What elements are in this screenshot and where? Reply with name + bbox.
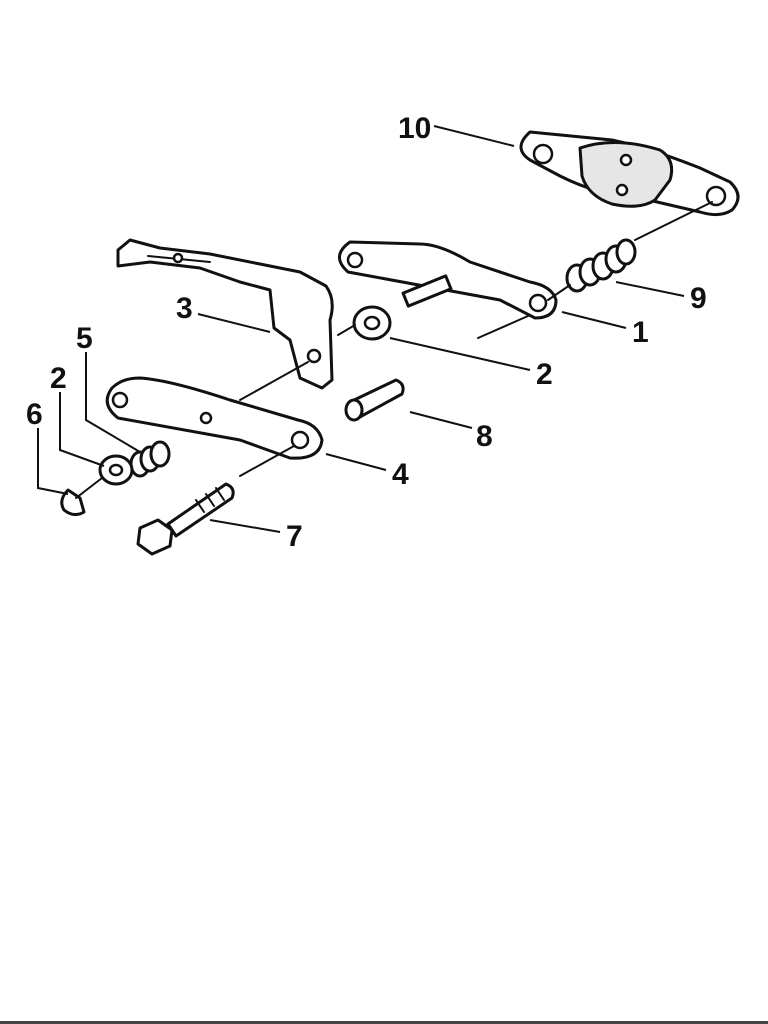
assembly-lines [75,201,713,499]
callout-labels: 10 9 1 2 3 8 4 7 5 2 6 [26,112,707,553]
callout-7: 7 [286,520,303,553]
part-1-upper-lever [338,240,558,339]
callout-3: 3 [176,292,193,325]
callout-9: 9 [690,282,707,315]
part-8-bushing [344,378,405,422]
callout-2-upper: 2 [536,358,553,391]
callout-8: 8 [476,420,493,453]
callout-5: 5 [76,322,93,355]
bottom-border [0,1021,768,1024]
callout-1: 1 [632,316,649,349]
part-3-bracket [116,238,334,390]
part-2-washer-upper [352,305,392,341]
part-4-lower-lever [105,376,324,460]
callout-10: 10 [398,112,431,145]
callout-2-lower: 2 [50,362,67,395]
part-7-bolt [136,482,235,556]
part-5-spring [129,440,171,478]
part-2-washer-lower [98,454,134,486]
part-9-spring [565,238,637,293]
part-6-e-clip [60,488,86,517]
callout-4: 4 [392,458,409,491]
leader-lines [37,125,685,533]
part-10-pedal-pad-arm [519,130,740,217]
callout-6: 6 [26,398,43,431]
